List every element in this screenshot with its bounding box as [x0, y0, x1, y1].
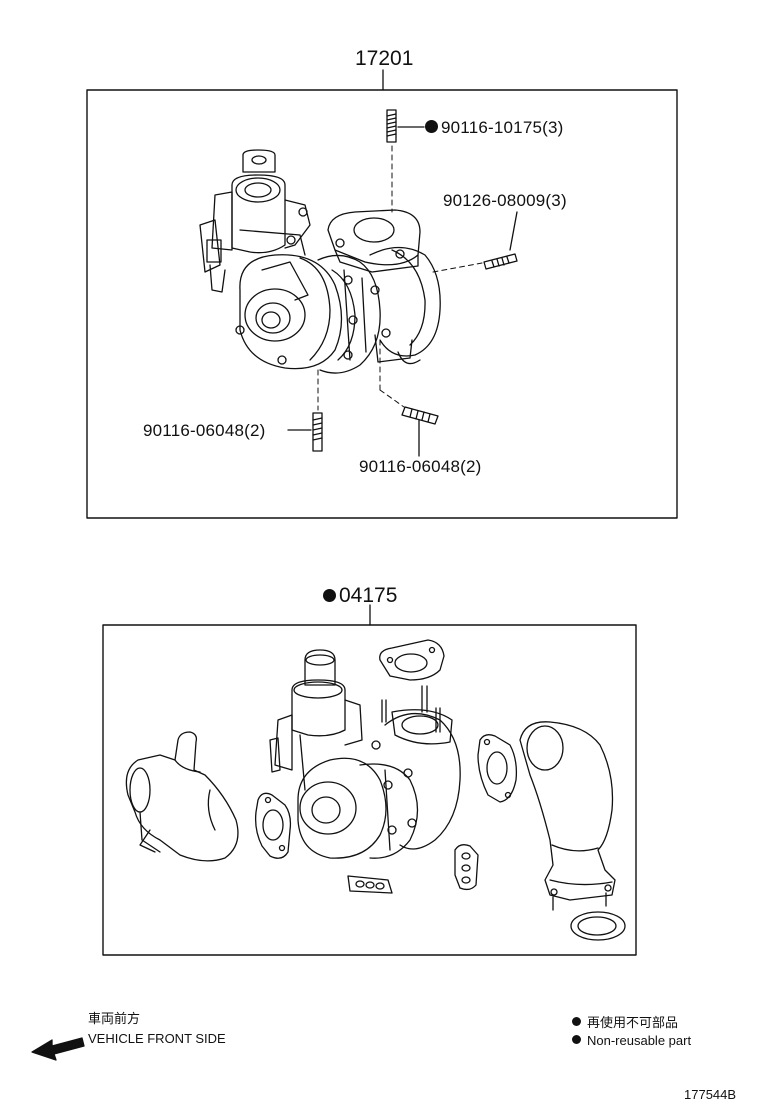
gasket-kit-drawing	[125, 639, 626, 941]
assembly-frame	[86, 89, 678, 519]
stud-bolt-90126-08009	[483, 253, 518, 270]
turbocharger-assembly-drawing	[199, 149, 441, 374]
stud-bolt-90116-06048-right	[401, 406, 439, 425]
callout-90116-06048-right[interactable]: 90116-06048(2)	[359, 457, 482, 476]
vehicle-front-label-jp: 車両前方	[88, 1011, 141, 1026]
callout-90116-10175[interactable]: 90116-10175(3)	[425, 119, 564, 136]
vehicle-front-label-en: VEHICLE FRONT SIDE	[88, 1031, 226, 1046]
stud-bolt-90116-06048-left	[312, 412, 323, 452]
legend-non-reusable-en: Non-reusable part	[572, 1034, 691, 1047]
callout-90126-08009[interactable]: 90126-08009(3)	[443, 191, 567, 210]
stud-bolt-90116-10175	[386, 109, 397, 143]
kit-frame	[102, 624, 637, 956]
legend-non-reusable-jp: 再使用不可部品	[572, 1016, 678, 1029]
figure-id: 177544B	[684, 1087, 737, 1102]
callout-90116-06048-left[interactable]: 90116-06048(2)	[143, 421, 266, 440]
non-reusable-dot-icon	[425, 120, 438, 133]
assembly-part-number[interactable]: 17201	[355, 47, 414, 70]
bullet-dot-icon	[572, 1017, 581, 1026]
non-reusable-dot-icon	[323, 589, 336, 602]
bullet-dot-icon	[572, 1035, 581, 1044]
vehicle-front-arrow	[31, 1037, 85, 1061]
kit-part-number[interactable]: 04175	[323, 585, 397, 606]
